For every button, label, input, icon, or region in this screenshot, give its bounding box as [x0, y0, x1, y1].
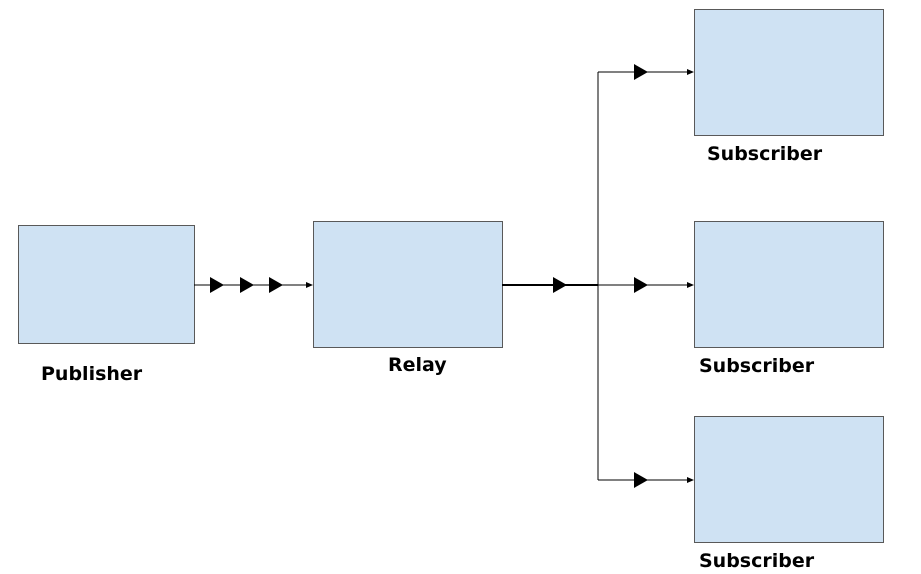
publisher-label: Publisher	[41, 363, 143, 385]
relay-label: Relay	[388, 354, 447, 376]
relay-fanout-connector	[502, 72, 599, 480]
branch-top-arrowhead	[687, 69, 694, 75]
branch-top-marker	[634, 64, 648, 80]
subscriber-bottom-box	[694, 416, 884, 543]
branch-middle-arrowhead	[687, 282, 694, 288]
subscriber-middle-label: Subscriber	[699, 355, 815, 377]
packet-marker-2	[240, 277, 254, 293]
publisher-relay-connector	[194, 277, 313, 293]
relay-output-marker	[553, 277, 567, 293]
subscriber-bottom-label: Subscriber	[699, 550, 815, 572]
relay-box	[313, 221, 503, 348]
branch-bottom-arrowhead	[687, 477, 694, 483]
branch-bottom-marker	[634, 472, 648, 488]
subscriber-top-box	[694, 9, 884, 136]
subscriber-top-label: Subscriber	[707, 143, 823, 165]
relay-arrowhead	[306, 282, 313, 288]
branch-bottom	[598, 472, 694, 488]
branch-middle-marker	[634, 277, 648, 293]
branch-middle	[598, 277, 694, 293]
packet-marker-3	[269, 277, 283, 293]
packet-marker-1	[210, 277, 224, 293]
branch-top	[598, 64, 694, 80]
subscriber-middle-box	[694, 221, 884, 348]
publisher-box	[18, 225, 195, 344]
